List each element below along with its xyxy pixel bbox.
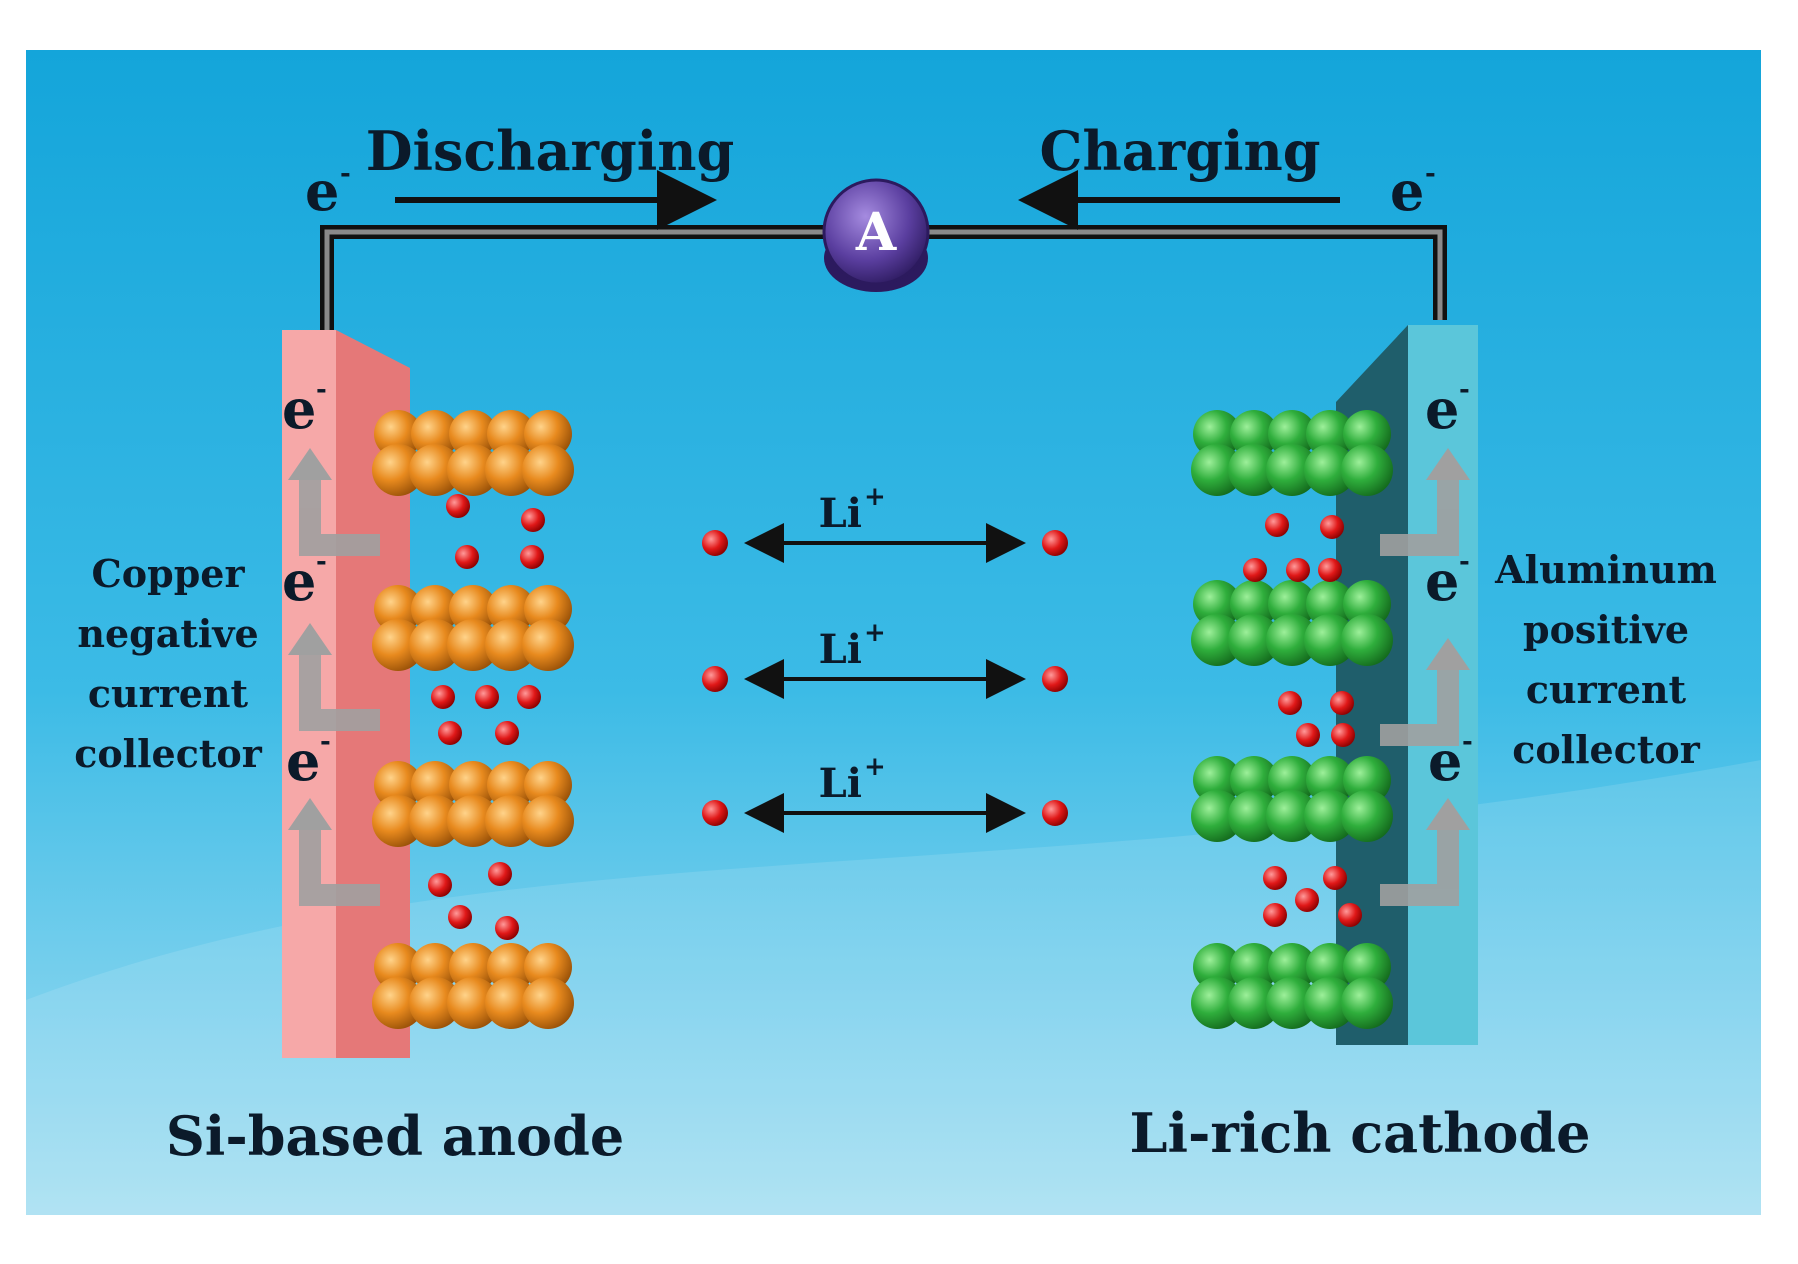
anode-electron-flow-arrows [299, 470, 380, 906]
svg-text:+: + [864, 752, 886, 782]
svg-text:Li: Li [819, 626, 862, 673]
electron-top-right: e - [1390, 159, 1436, 223]
svg-text:-: - [320, 727, 331, 757]
copper-collector-label: Copper negative current collector [74, 551, 263, 776]
ammeter: A [822, 178, 930, 292]
svg-text:current: current [88, 671, 249, 716]
electron-cathode-3: e - [1428, 727, 1473, 793]
svg-text:collector: collector [1512, 727, 1701, 772]
svg-text:-: - [316, 375, 327, 405]
svg-text:e: e [282, 377, 316, 441]
svg-text:e: e [305, 159, 339, 223]
svg-text:-: - [316, 547, 327, 577]
cathode-label: Li-rich cathode [1129, 1101, 1590, 1165]
svg-text:e: e [1425, 377, 1459, 441]
cathode-particle-layer-3 [1191, 756, 1393, 842]
anode-label: Si-based anode [166, 1104, 624, 1168]
electron-anode-1: e - [282, 375, 327, 441]
svg-text:positive: positive [1523, 607, 1689, 652]
cathode-particle-layer-2 [1191, 580, 1393, 666]
svg-text:-: - [1425, 159, 1436, 189]
li-ion-label-3: Li + [819, 752, 886, 807]
silicon-particle-layers [372, 410, 574, 1029]
svg-text:-: - [1459, 547, 1470, 577]
electron-anode-3: e - [286, 727, 331, 793]
cathode-electron-flow-heads [1426, 448, 1470, 830]
li-ion-label-1: Li + [819, 482, 886, 537]
silicon-particle-layer-1 [372, 410, 574, 496]
svg-text:-: - [340, 159, 351, 189]
cathode-electron-flow-arrows [1380, 470, 1459, 906]
svg-text:e: e [286, 729, 320, 793]
svg-text:Aluminum: Aluminum [1494, 547, 1717, 592]
svg-text:Copper: Copper [92, 551, 246, 596]
svg-text:+: + [864, 482, 886, 512]
svg-text:current: current [1526, 667, 1687, 712]
silicon-particle-layer-4 [372, 943, 574, 1029]
svg-text:-: - [1462, 727, 1473, 757]
cathode-particle-layer-1 [1191, 410, 1393, 496]
anode-electron-flow-heads [288, 448, 332, 830]
li-transport-row-1 [702, 523, 1068, 563]
charging-label: Charging [1040, 119, 1321, 183]
svg-text:Li: Li [819, 760, 862, 807]
svg-text:Li: Li [819, 490, 862, 537]
anode-li-ions [428, 494, 545, 940]
cathode-particle-layers [1191, 410, 1393, 1029]
cathode-li-ions [1243, 513, 1362, 927]
cathode-particle-layer-4 [1191, 943, 1393, 1029]
electron-cathode-2: e - [1425, 547, 1470, 613]
svg-text:e: e [1428, 729, 1462, 793]
silicon-particle-layer-2 [372, 585, 574, 671]
li-transport-row-2 [702, 659, 1068, 699]
electron-anode-2: e - [282, 547, 327, 613]
svg-text:negative: negative [77, 611, 258, 656]
svg-text:e: e [282, 549, 316, 613]
svg-text:e: e [1425, 549, 1459, 613]
ammeter-label: A [855, 202, 897, 263]
svg-text:e: e [1390, 159, 1424, 223]
electron-top-left: e - [305, 159, 351, 223]
li-ion-label-2: Li + [819, 618, 886, 673]
svg-text:collector: collector [74, 731, 263, 776]
silicon-particle-layer-3 [372, 761, 574, 847]
li-transport-row-3 [702, 793, 1068, 833]
aluminum-collector-label: Aluminum positive current collector [1494, 547, 1717, 772]
electron-cathode-1: e - [1425, 375, 1470, 441]
svg-text:+: + [864, 618, 886, 648]
svg-text:-: - [1459, 375, 1470, 405]
discharging-label: Discharging [366, 119, 735, 183]
